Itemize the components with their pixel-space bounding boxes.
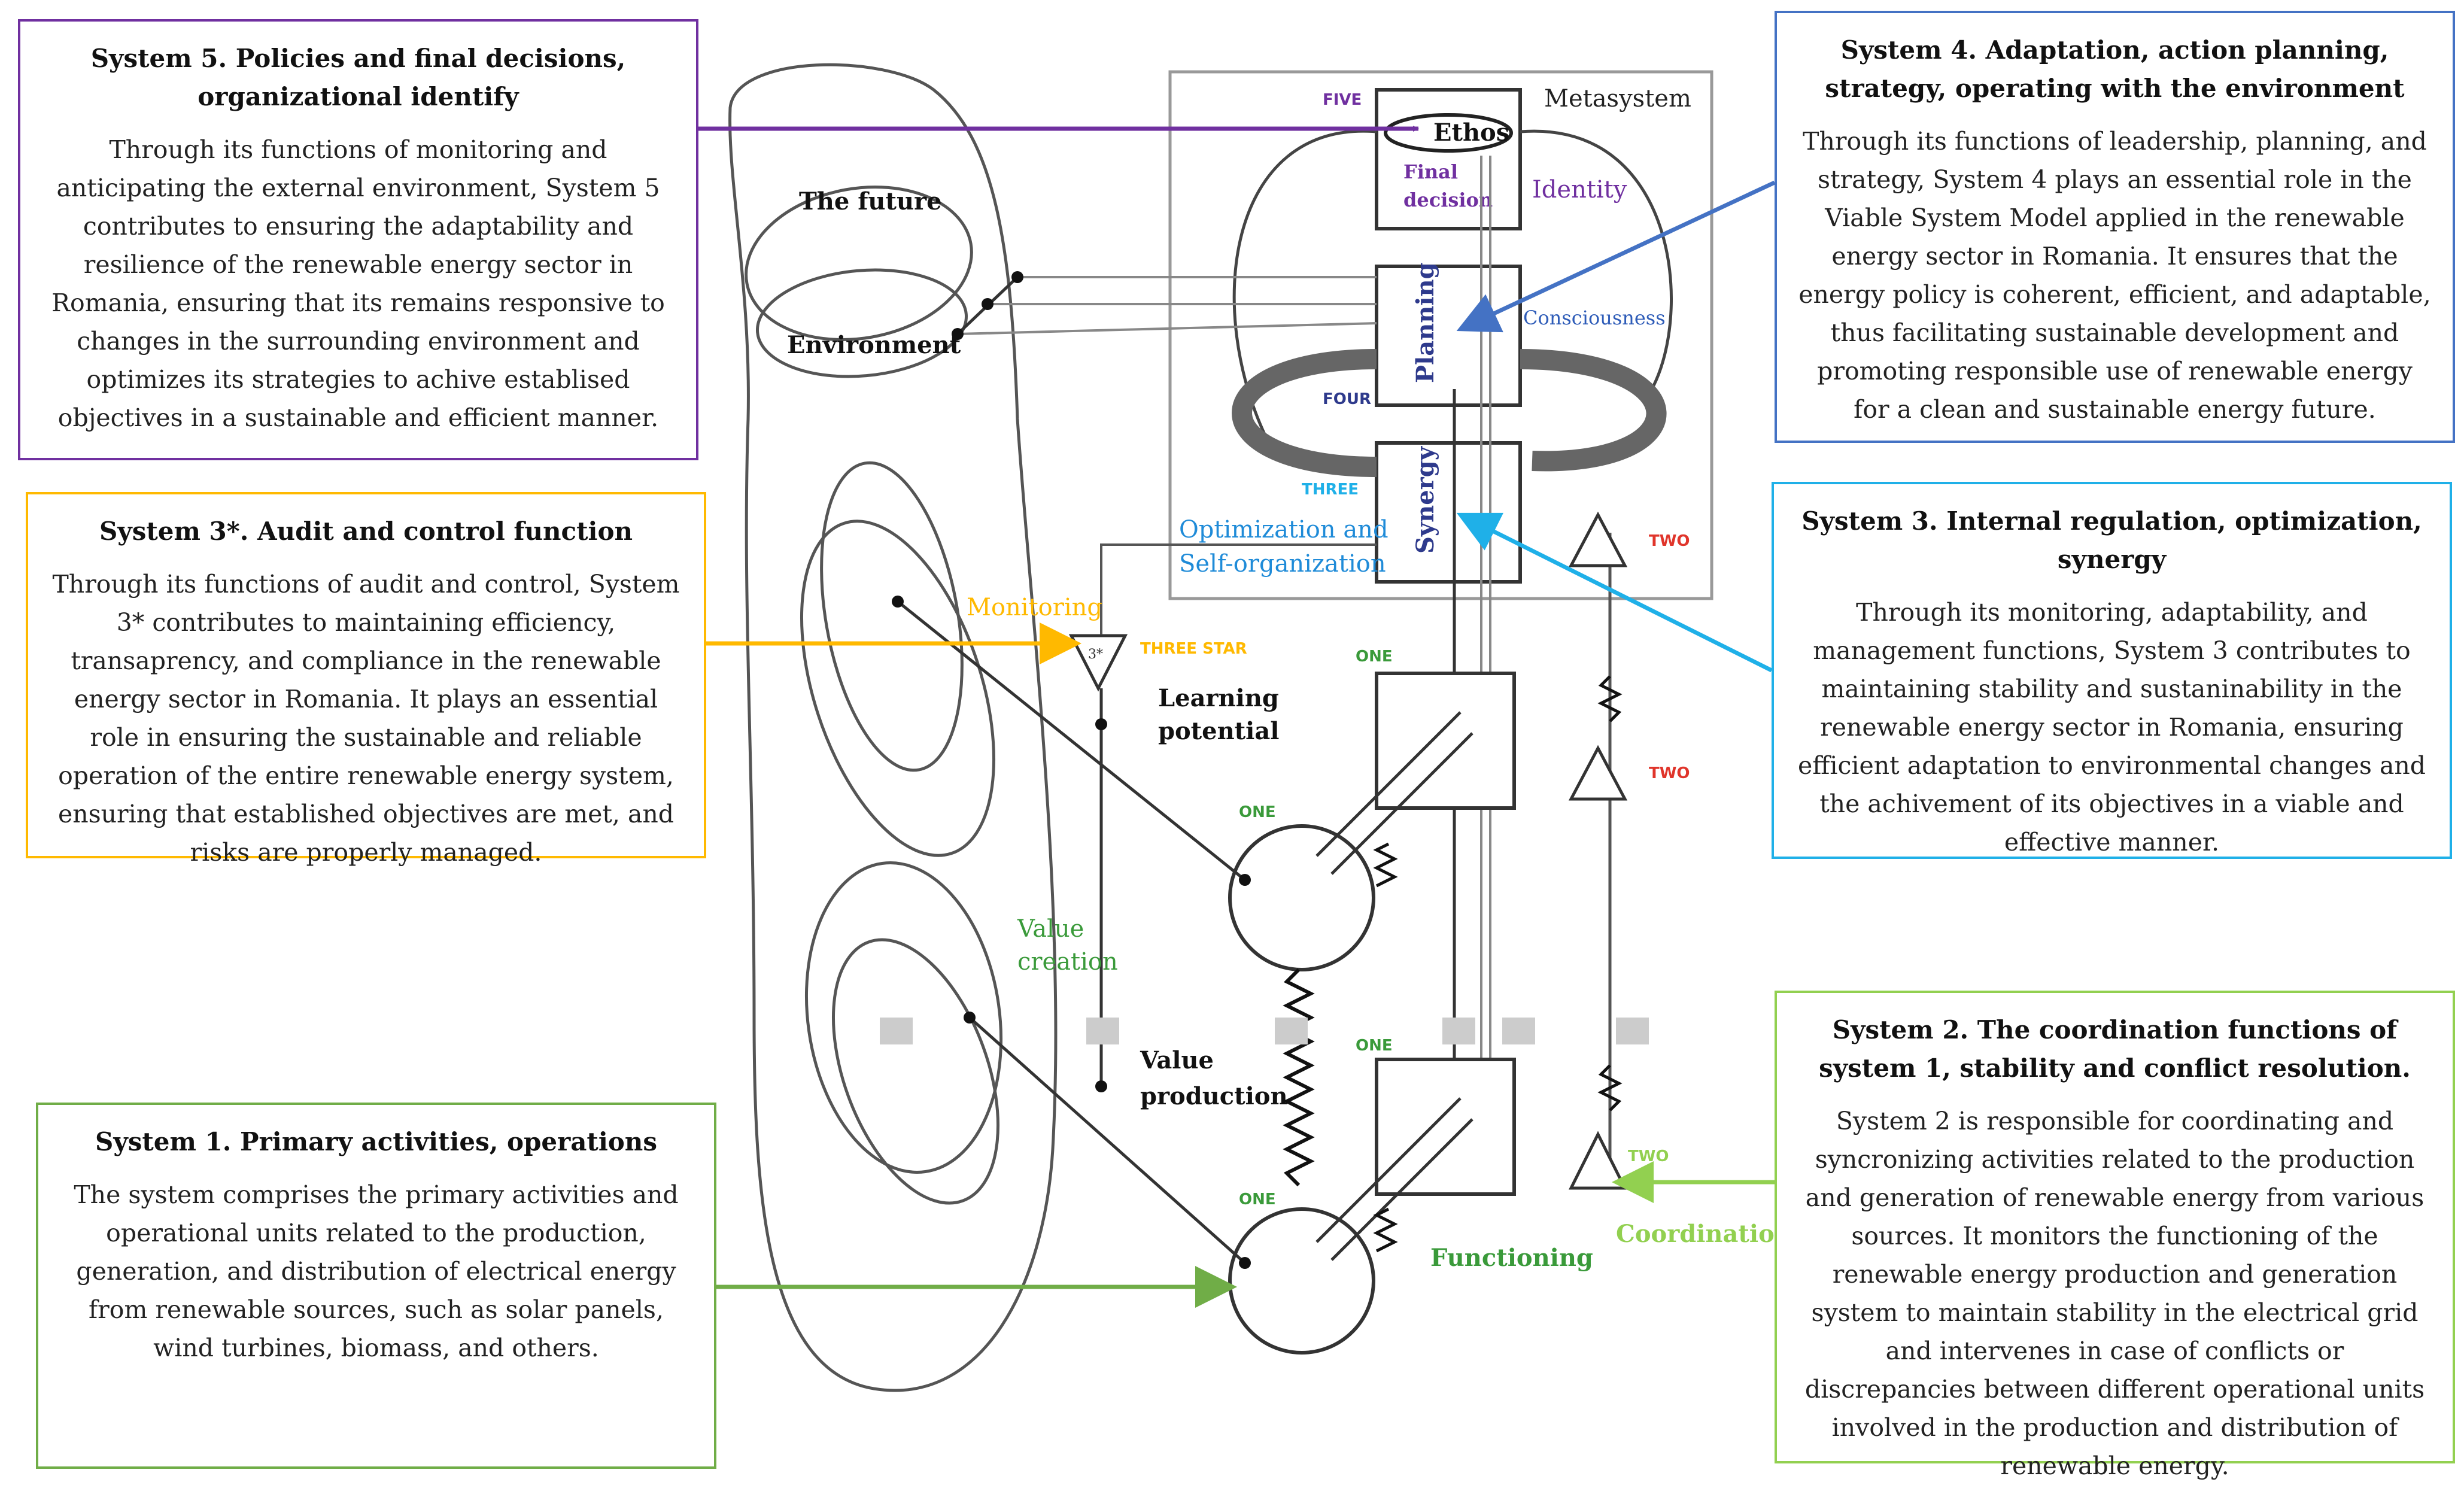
- management-unit-lower: [1375, 1058, 1516, 1196]
- operational-environment-upper: [800, 520, 995, 857]
- value-creation-label-2: creation: [1017, 948, 1118, 976]
- three-label: THREE: [1302, 481, 1359, 499]
- system3-arrow: [1456, 512, 1773, 673]
- env-to-unit-upper: [897, 600, 1246, 881]
- operational-environment-lower-2: [832, 938, 999, 1205]
- channel-marker-1: [880, 1018, 913, 1044]
- metasystem-outer-loop-right: [1520, 129, 1673, 390]
- system1-box: System 1. Primary activities, operations…: [36, 1103, 716, 1469]
- ethos-oval: [1384, 113, 1513, 153]
- system4-box: System 4. Adaptation, action planning, s…: [1775, 11, 2455, 443]
- env-to-unit-lower: [968, 1016, 1246, 1264]
- system5-box: System 5. Policies and final decisions, …: [18, 19, 698, 460]
- system5-body: Through its functions of monitoring and …: [51, 135, 665, 432]
- two-triangle-2: [1568, 745, 1628, 801]
- system3star-box: System 3*. Audit and control function Th…: [26, 492, 706, 867]
- environment-ellipse: [755, 268, 968, 378]
- ethos-label: Ethos: [1433, 119, 1509, 147]
- metasystem-box: [1168, 70, 1713, 600]
- two-label-2: TWO: [1649, 764, 1690, 782]
- operational-environment-mid: [820, 461, 964, 772]
- four-label: FOUR: [1323, 390, 1371, 408]
- two-triangle-1: [1568, 511, 1628, 567]
- final-label: Final: [1403, 160, 1458, 183]
- channel-marker-4: [1442, 1018, 1475, 1044]
- metasystem-label: Metasystem: [1544, 85, 1691, 113]
- environment-label: Environment: [787, 331, 961, 359]
- value-production-label-1: Value: [1140, 1046, 1214, 1074]
- system3-box: System 3. Internal regulation, optimizat…: [1772, 482, 2452, 859]
- functioning-label: Functioning: [1430, 1244, 1593, 1272]
- self-organization-label: Self-organization: [1179, 550, 1386, 578]
- system1-title: System 1. Primary activities, operations: [95, 1127, 657, 1156]
- diagonal-link-upper-b: [1330, 732, 1473, 875]
- system2-title: System 2. The coordination functions of …: [1819, 1015, 2411, 1083]
- big-grey-arrow-right: [1520, 349, 1667, 472]
- operation-circle-upper: [1228, 824, 1375, 971]
- system3-body: Through its monitoring, adaptability, an…: [1797, 598, 2426, 857]
- system2-box: System 2. The coordination functions of …: [1775, 991, 2455, 1480]
- coordination-label: Coordination: [1616, 1220, 1792, 1248]
- system3-title: System 3. Internal regulation, optimizat…: [1801, 506, 2422, 574]
- management-unit-upper: [1375, 672, 1516, 810]
- three-star-symbol: 3*: [1088, 647, 1103, 662]
- diagonal-link-lower-b: [1330, 1118, 1473, 1261]
- three-star-triangle: [1068, 634, 1128, 692]
- learning-label: Learning: [1158, 684, 1279, 712]
- spring-system2-lower: [1597, 1064, 1623, 1112]
- three-star-label: THREE STAR: [1140, 640, 1247, 658]
- two-label-1: TWO: [1649, 532, 1690, 550]
- spring-between-units: [1283, 968, 1315, 1187]
- two-label-3: TWO: [1628, 1147, 1669, 1165]
- system4-body: Through its functions of leadership, pla…: [1798, 127, 2431, 424]
- system5-ethos-box: [1375, 88, 1522, 230]
- decision-label: decision: [1403, 189, 1493, 211]
- system4-title: System 4. Adaptation, action planning, s…: [1825, 35, 2405, 103]
- env-link-3: [957, 322, 1377, 335]
- value-creation-label-1: Value: [1017, 915, 1084, 943]
- channel-marker-6: [1616, 1018, 1649, 1044]
- channel-marker-2: [1086, 1018, 1119, 1044]
- system4-planning-box: [1375, 265, 1522, 407]
- one-label-2: ONE: [1239, 803, 1276, 821]
- one-label-3: ONE: [1356, 1037, 1393, 1055]
- system3star-body: Through its functions of audit and contr…: [52, 570, 680, 867]
- channel-marker-3: [1275, 1018, 1308, 1044]
- one-label-1: ONE: [1356, 648, 1393, 666]
- value-production-label-2: production: [1140, 1082, 1288, 1110]
- diagonal-link-lower-a: [1315, 1097, 1462, 1243]
- synergy-label: Synergy: [1411, 445, 1439, 554]
- system4-arrow: [1456, 180, 1776, 333]
- big-grey-arrow-left: [1232, 349, 1377, 477]
- channel-marker-5: [1502, 1018, 1535, 1044]
- identity-label: Identity: [1532, 176, 1627, 204]
- five-label: FIVE: [1323, 91, 1362, 109]
- system1-body: The system comprises the primary activit…: [74, 1180, 679, 1362]
- consciousness-label: Consciousness: [1523, 306, 1666, 329]
- operational-environment-lower: [804, 861, 1003, 1174]
- system5-title: System 5. Policies and final decisions, …: [90, 44, 626, 111]
- operation-circle-lower: [1228, 1207, 1375, 1355]
- the-future-label: The future: [799, 187, 942, 215]
- three-star-link: [1100, 543, 1377, 634]
- two-triangle-3: [1568, 1131, 1628, 1190]
- optimization-label: Optimization and: [1179, 516, 1389, 543]
- spring-upper-small: [1373, 842, 1398, 888]
- environment-outline: [728, 63, 1058, 1392]
- spring-lower-small: [1373, 1207, 1398, 1253]
- system3-synergy-box: [1375, 441, 1522, 584]
- the-future-ellipse: [745, 186, 973, 341]
- potential-label: potential: [1158, 717, 1279, 745]
- system2-body: System 2 is responsible for coordinating…: [1804, 1107, 2425, 1480]
- one-label-4: ONE: [1239, 1191, 1276, 1208]
- system3star-title: System 3*. Audit and control function: [99, 517, 633, 546]
- spring-system2-upper: [1597, 675, 1623, 722]
- diagonal-link-upper-a: [1315, 711, 1462, 857]
- monitoring-label: Monitoring: [967, 594, 1102, 621]
- planning-label: Planning: [1411, 262, 1439, 383]
